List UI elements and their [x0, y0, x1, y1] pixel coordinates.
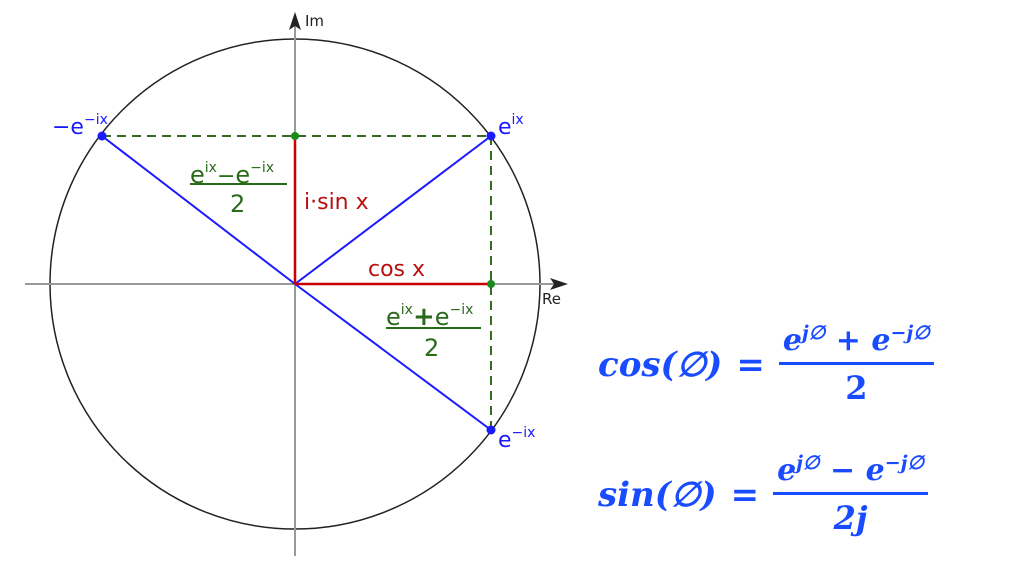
equals: =	[736, 344, 765, 385]
vector-e-neg-ix	[294, 283, 492, 431]
sup: −ix	[450, 302, 474, 318]
point-e-neg-ix	[486, 425, 496, 435]
num: e	[782, 323, 802, 358]
label-cos: cos x	[368, 257, 425, 282]
base: −e	[52, 115, 84, 140]
sup: −ix	[250, 160, 274, 176]
op: +	[825, 323, 872, 358]
point-sin	[291, 132, 299, 140]
fraction-bar	[778, 362, 934, 365]
fraction: ej∅ + e−j∅ 2	[778, 322, 934, 407]
num: e	[190, 161, 205, 189]
den: 2	[230, 190, 245, 218]
label-e-neg-ix: e−ix	[498, 425, 535, 453]
lhs: sin(∅)	[598, 474, 717, 515]
svg-text:eix−e−ix: eix−e−ix	[190, 160, 274, 189]
real-axis-arrow	[550, 278, 568, 290]
num: e	[235, 161, 250, 189]
sup: ix	[512, 112, 524, 128]
label-e-ix: eix	[498, 112, 524, 140]
op: +	[413, 302, 435, 332]
label-sin: i·sin x	[304, 190, 369, 215]
point-cos	[487, 280, 495, 288]
sup: −j∅	[890, 322, 930, 344]
numerator: ej∅ − e−j∅	[773, 452, 928, 488]
fraction-bar	[773, 492, 929, 495]
lhs: cos(∅)	[598, 344, 723, 385]
point-e-ix	[486, 131, 496, 141]
vector-neg-e-neg-ix	[101, 135, 296, 285]
den: 2	[424, 334, 439, 362]
op: −	[217, 164, 235, 189]
sup: −ix	[84, 112, 108, 128]
equals: =	[730, 474, 760, 515]
sin-fraction: eix−e−ix 2	[190, 160, 287, 218]
vector-e-ix	[294, 135, 492, 285]
sup: j∅	[801, 322, 826, 344]
label-neg-e-neg-ix: −e−ix	[52, 112, 108, 140]
num: e	[871, 323, 891, 358]
base: e	[498, 115, 512, 140]
denominator: 2	[845, 369, 868, 407]
sup: −ix	[512, 425, 536, 441]
sin-formula: sin(∅) = ej∅ − e−j∅ 2j	[598, 452, 929, 537]
point-neg-e-neg-ix	[97, 131, 107, 141]
sup: j∅	[796, 452, 820, 474]
im-label: Im	[305, 12, 324, 30]
fraction: ej∅ − e−j∅ 2j	[773, 452, 929, 537]
op: −	[819, 453, 866, 488]
imaginary-axis-arrow	[289, 12, 301, 30]
cos-fraction: eix+e−ix 2	[386, 302, 481, 362]
num: e	[386, 303, 401, 331]
sup: ix	[205, 160, 217, 176]
sup: ix	[401, 302, 413, 318]
denominator: 2j	[833, 499, 868, 537]
cos-formula: cos(∅) = ej∅ + e−j∅ 2	[598, 322, 934, 407]
num: e	[865, 453, 885, 488]
num: e	[777, 453, 797, 488]
svg-text:eix+e−ix: eix+e−ix	[386, 302, 473, 332]
base: e	[498, 428, 512, 453]
sup: −j∅	[884, 452, 925, 474]
num: e	[435, 303, 450, 331]
numerator: ej∅ + e−j∅	[779, 322, 934, 358]
re-label: Re	[542, 290, 561, 308]
